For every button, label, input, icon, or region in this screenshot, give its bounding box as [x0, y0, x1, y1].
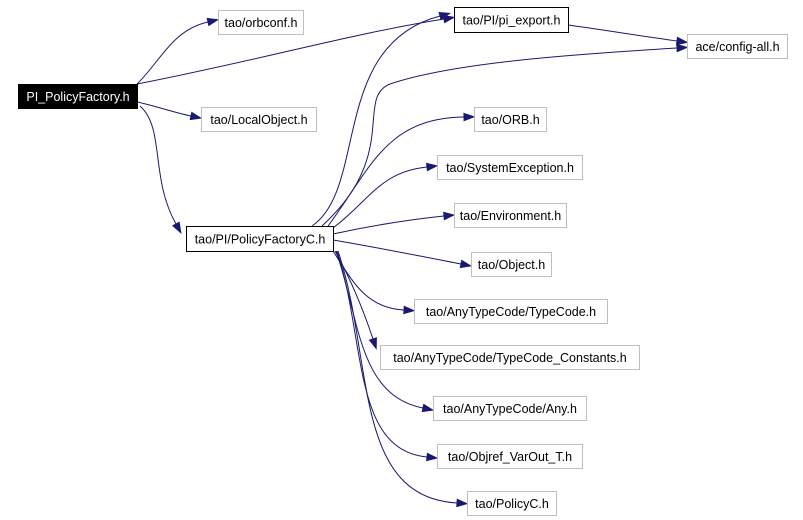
edge-policyfactoryc-to-any: [335, 250, 435, 413]
node-label: tao/Objref_VarOut_T.h: [448, 450, 572, 464]
edge-line: [327, 116, 465, 227]
node-typecode_constants[interactable]: tao/AnyTypeCode/TypeCode_Constants.h: [380, 345, 640, 370]
node-box: [201, 107, 317, 132]
edge-policyfactoryc-to-environment: [332, 211, 456, 235]
arrowhead-icon: [426, 162, 439, 172]
node-box: [414, 299, 608, 324]
node-label: tao/orbconf.h: [225, 16, 298, 30]
arrowhead-icon: [459, 259, 473, 269]
edge-policyfactoryc-to-object: [332, 239, 473, 269]
node-label: ace/config-all.h: [695, 40, 779, 54]
node-localobject[interactable]: tao/LocalObject.h: [201, 107, 317, 132]
dependency-edges: [136, 11, 689, 508]
edge-line: [332, 250, 405, 311]
node-sysexc[interactable]: tao/SystemException.h: [437, 155, 583, 180]
node-policyc[interactable]: tao/PolicyC.h: [467, 491, 557, 516]
edge-policyfactoryc-to-pi_export: [311, 11, 452, 227]
node-box: [467, 491, 557, 516]
node-label: tao/PI/pi_export.h: [463, 14, 561, 28]
node-box: [437, 444, 583, 469]
edge-line: [332, 215, 445, 235]
node-box: [380, 345, 640, 370]
arrowhead-icon: [675, 36, 689, 46]
node-orbconf[interactable]: tao/orbconf.h: [218, 10, 304, 35]
node-box: [433, 396, 587, 421]
edge-policyfactoryc-to-sysexc: [332, 162, 439, 229]
node-label: tao/Environment.h: [460, 209, 561, 223]
dependency-nodes: PI_PolicyFactory.h tao/orbconf.h tao/PI/pi…: [18, 7, 788, 516]
node-label: tao/Object.h: [478, 258, 545, 272]
edge-line: [567, 24, 678, 42]
edge-line: [335, 250, 424, 409]
node-policyfactoryc[interactable]: tao/PI/PolicyFactoryC.h: [186, 226, 334, 252]
arrowhead-icon: [443, 211, 456, 221]
edge-root-to-orbconf: [136, 17, 220, 85]
arrowhead-icon: [426, 452, 439, 462]
node-box: [18, 84, 138, 109]
edge-line: [332, 166, 428, 229]
edge-line: [332, 239, 462, 265]
node-box: [454, 203, 567, 228]
arrowhead-icon: [171, 221, 182, 235]
edge-policyfactoryc-to-config_all: [321, 43, 689, 227]
node-objref[interactable]: tao/Objref_VarOut_T.h: [437, 444, 583, 469]
node-label: tao/PI/PolicyFactoryC.h: [195, 233, 326, 247]
node-pi_export[interactable]: tao/PI/pi_export.h: [454, 7, 569, 33]
arrowhead-icon: [206, 17, 220, 27]
node-any[interactable]: tao/AnyTypeCode/Any.h: [433, 396, 587, 421]
edge-line: [311, 15, 441, 227]
edge-line: [136, 18, 445, 85]
edge-root-to-pi_export: [136, 14, 456, 85]
node-label: tao/AnyTypeCode/TypeCode.h: [426, 305, 596, 319]
node-box: [687, 34, 788, 59]
edge-line: [136, 101, 192, 117]
edge-policyfactoryc-to-objref: [336, 250, 439, 462]
arrowhead-icon: [438, 11, 452, 21]
node-root[interactable]: PI_PolicyFactory.h: [18, 84, 138, 109]
arrowhead-icon: [442, 14, 456, 24]
arrowhead-icon: [403, 305, 416, 315]
node-label: PI_PolicyFactory.h: [26, 90, 129, 104]
arrowhead-icon: [463, 112, 476, 122]
edge-line: [337, 250, 458, 504]
node-label: tao/SystemException.h: [446, 161, 574, 175]
node-environment[interactable]: tao/Environment.h: [454, 203, 567, 228]
edge-root-to-localobject: [136, 101, 203, 121]
node-orb[interactable]: tao/ORB.h: [474, 107, 547, 132]
edge-policyfactoryc-to-orb: [327, 112, 476, 227]
node-box: [186, 226, 334, 252]
node-config_all[interactable]: ace/config-all.h: [687, 34, 788, 59]
node-label: tao/AnyTypeCode/TypeCode_Constants.h: [393, 351, 627, 365]
node-box: [454, 7, 569, 33]
arrowhead-icon: [676, 43, 689, 53]
node-label: tao/AnyTypeCode/Any.h: [443, 402, 577, 416]
arrowhead-icon: [456, 498, 469, 508]
node-label: tao/PolicyC.h: [475, 497, 549, 511]
node-typecode[interactable]: tao/AnyTypeCode/TypeCode.h: [414, 299, 608, 324]
node-box: [471, 252, 552, 277]
edge-policyfactoryc-to-policyc: [337, 250, 469, 508]
arrowhead-icon: [368, 337, 377, 350]
edge-pi_export-to-config_all: [567, 24, 689, 46]
node-box: [474, 107, 547, 132]
node-box: [218, 10, 304, 35]
node-label: tao/ORB.h: [481, 113, 539, 127]
edge-line: [139, 105, 177, 225]
node-object[interactable]: tao/Object.h: [471, 252, 552, 277]
edge-root-to-policyfactoryc: [139, 105, 182, 235]
edge-line: [336, 250, 428, 458]
arrowhead-icon: [189, 111, 203, 121]
node-label: tao/LocalObject.h: [210, 113, 307, 127]
edge-line: [136, 21, 209, 85]
arrowhead-icon: [421, 403, 435, 413]
edge-line: [321, 47, 678, 227]
node-box: [437, 155, 583, 180]
